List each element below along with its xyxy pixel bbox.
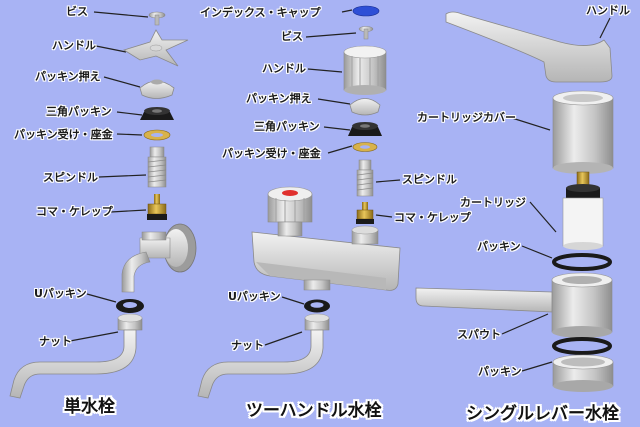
single-lever-label-packing-bottom: パッキン — [478, 365, 522, 378]
two-handle-u-packing-part — [304, 299, 330, 313]
single-triangle-packing-part — [140, 107, 174, 120]
two-handle-label-packing-press: パッキン押え — [246, 92, 312, 105]
two-handle-nut-spout-part — [197, 313, 330, 399]
single-label-packing-seat: パッキン受け・座金 — [14, 128, 113, 141]
single-packing-press-part — [139, 79, 175, 99]
two-handle-packing-press-part — [349, 98, 381, 116]
two-handle-screw-part — [358, 26, 374, 40]
single-faucet-group — [9, 11, 197, 399]
single-lever-base-part — [552, 354, 614, 392]
two-handle-handle-part — [343, 45, 387, 95]
single-lever-cartridge-part — [562, 171, 604, 250]
two-handle-triangle-packing-part — [348, 122, 382, 136]
single-label-spindle: スピンドル — [43, 171, 98, 184]
two-handle-koma-part — [356, 202, 374, 224]
two-handle-label-handle: ハンドル — [262, 62, 306, 75]
single-spindle-part — [147, 146, 167, 188]
two-handle-title: ツーハンドル水栓 — [246, 401, 382, 421]
single-handle-part — [123, 29, 189, 67]
two-handle-label-u-packing: Uパッキン — [228, 290, 281, 303]
single-label-nut: ナット — [39, 335, 72, 348]
single-screw-part — [148, 11, 166, 26]
two-handle-leader-lines — [264, 9, 401, 346]
two-handle-index-cap-part — [352, 5, 380, 17]
single-leader-lines — [69, 11, 149, 342]
single-lever-faucet-group — [415, 11, 614, 392]
two-handle-label-packing-seat: パッキン受け・座金 — [222, 147, 321, 160]
single-lever-label-spout: スパウト — [457, 328, 501, 341]
single-faucet-body — [121, 223, 197, 293]
single-label-u-packing: Uパッキン — [34, 287, 87, 300]
two-handle-label-spindle: スピンドル — [402, 173, 457, 186]
single-u-packing-part — [116, 299, 144, 313]
single-nut-spout-part — [9, 313, 143, 399]
single-lever-packing-bottom-part — [552, 337, 612, 355]
single-label-screw: ビス — [66, 5, 88, 18]
single-label-packing-press: パッキン押え — [35, 70, 101, 83]
single-label-handle: ハンドル — [52, 39, 96, 52]
single-lever-title: シングルレバー水栓 — [466, 404, 619, 424]
single-label-koma: コマ・ケレップ — [36, 205, 113, 218]
two-handle-spindle-part — [356, 159, 374, 197]
single-koma-part — [147, 194, 167, 220]
single-lever-label-packing-top: パッキン — [477, 240, 521, 253]
two-handle-faucet-group — [197, 5, 401, 399]
single-lever-label-cartridge-cover: カートリッジカバー — [417, 111, 516, 124]
two-handle-faucet-body — [251, 186, 401, 291]
single-lever-leader-lines — [501, 17, 611, 372]
two-handle-label-screw: ビス — [281, 30, 303, 43]
two-handle-label-index-cap: インデックス・キャップ — [200, 6, 321, 19]
two-handle-packing-seat-part — [352, 142, 378, 152]
single-lever-spout-part — [415, 272, 613, 338]
single-lever-packing-top-part — [552, 253, 612, 271]
single-packing-seat-part — [143, 129, 171, 141]
single-lever-handle-part — [445, 11, 613, 83]
single-label-triangle-packing: 三角パッキン — [46, 105, 112, 118]
single-lever-cartridge-cover-part — [552, 90, 614, 174]
single-title: 単水栓 — [64, 397, 115, 417]
two-handle-label-triangle-packing: 三角パッキン — [254, 120, 320, 133]
single-lever-label-handle: ハンドル — [586, 4, 630, 17]
two-handle-label-koma: コマ・ケレップ — [394, 211, 471, 224]
single-lever-label-cartridge: カートリッジ — [460, 196, 526, 209]
two-handle-label-nut: ナット — [231, 339, 264, 352]
